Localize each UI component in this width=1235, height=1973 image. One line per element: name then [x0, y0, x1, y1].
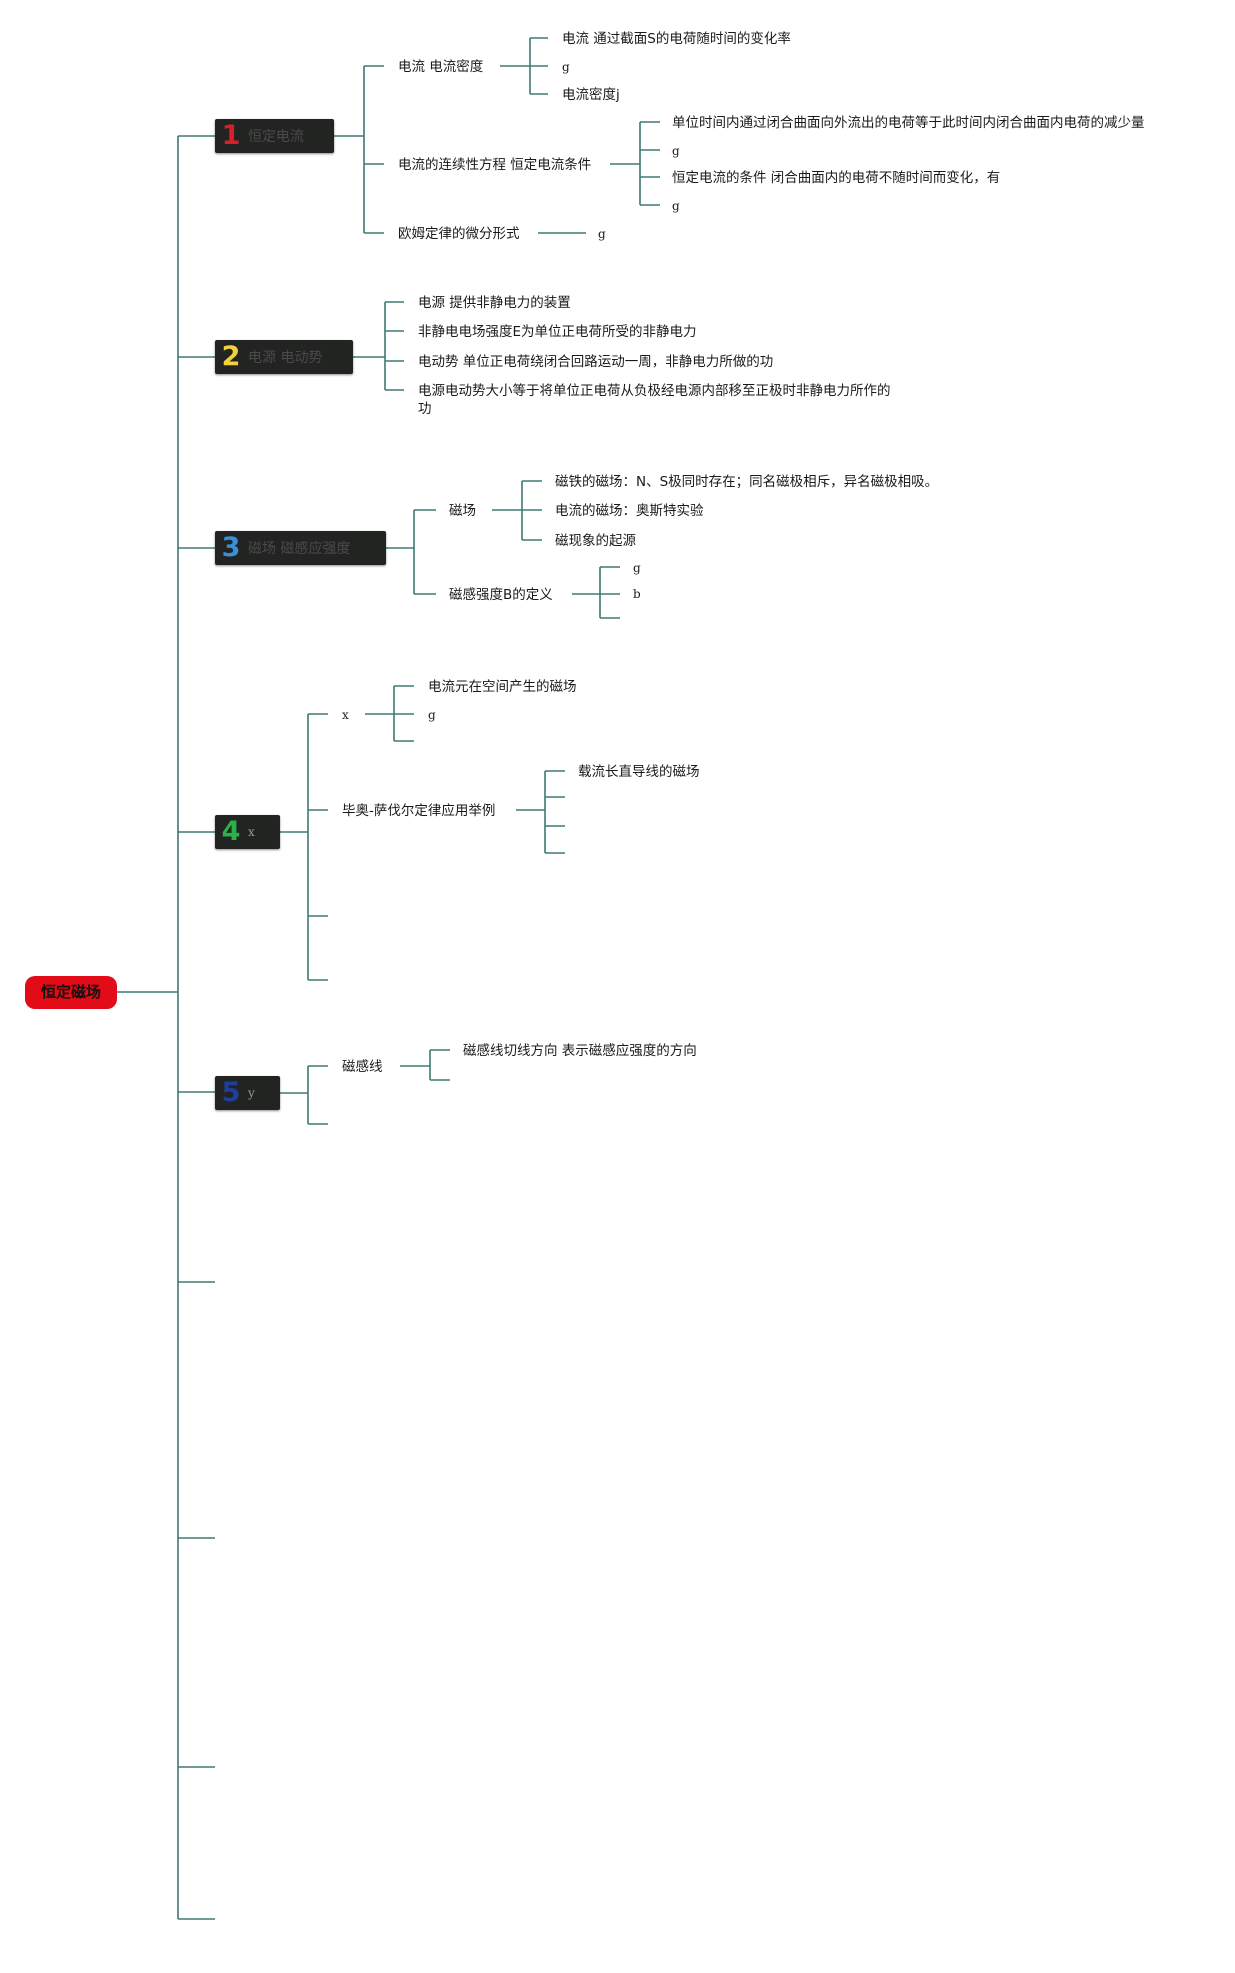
t5-tangent-direction[interactable]: 磁感线切线方向 表示磁感应强度的方向 [463, 1043, 697, 1059]
t3-b-formula-2[interactable]: b [633, 587, 641, 601]
topic-number-1: 1 [221, 120, 241, 151]
t1-steady-formula[interactable]: g [672, 199, 680, 213]
topic-label-2: 电源 电动势 [248, 350, 323, 366]
t1-continuity-desc[interactable]: 单位时间内通过闭合曲面向外流出的电荷等于此时间内闭合曲面内电荷的减少量 [672, 115, 1145, 131]
t3-current-field[interactable]: 电流的磁场：奥斯特实验 [555, 503, 704, 519]
topic-node-3[interactable]: 3 磁场 磁感应强度 [215, 531, 386, 565]
root-node[interactable]: 恒定磁场 [25, 976, 117, 1009]
topic-node-4[interactable]: 4 x [215, 815, 280, 849]
t1-steady-condition[interactable]: 恒定电流的条件 闭合曲面内的电荷不随时间而变化，有 [672, 170, 1001, 186]
t1-current-density-j[interactable]: 电流密度j [562, 87, 620, 103]
topic-label-3: 磁场 磁感应强度 [248, 541, 351, 557]
t4-biot-savart-examples[interactable]: 毕奥-萨伐尔定律应用举例 [342, 803, 496, 819]
topic-number-3: 3 [221, 532, 241, 563]
t3-b-formula-1[interactable]: g [633, 561, 641, 575]
topic-node-5[interactable]: 5 y [215, 1076, 280, 1110]
topic-number-2: 2 [221, 341, 241, 372]
t3-magnetic-field[interactable]: 磁场 [449, 503, 476, 519]
t4-straight-wire-field[interactable]: 载流长直导线的磁场 [578, 764, 700, 780]
t1-current-def[interactable]: 电流 通过截面S的电荷随时间的变化率 [562, 31, 791, 47]
t3-b-definition[interactable]: 磁感强度B的定义 [449, 587, 553, 603]
t1-ohm-formula[interactable]: g [598, 227, 606, 241]
t1-continuity-formula[interactable]: g [672, 144, 680, 158]
t4-x-node[interactable]: x [342, 708, 349, 722]
topic-label-5: y [248, 1086, 255, 1100]
t4-formula[interactable]: g [428, 708, 436, 722]
t4-current-element-field[interactable]: 电流元在空间产生的磁场 [428, 679, 577, 695]
topic-number-4: 4 [221, 816, 241, 847]
t1-ohm-law-differential[interactable]: 欧姆定律的微分形式 [398, 226, 520, 242]
t3-magnetism-origin[interactable]: 磁现象的起源 [555, 533, 636, 549]
topic-node-1[interactable]: 1 恒定电流 [215, 119, 334, 153]
t2-emf-magnitude[interactable]: 电源电动势大小等于将单位正电荷从负极经电源内部移至正极时非静电力所作的功 [418, 383, 891, 417]
topic-label-1: 恒定电流 [248, 129, 304, 145]
t1-current-formula[interactable]: g [562, 60, 570, 74]
t1-continuity-equation[interactable]: 电流的连续性方程 恒定电流条件 [398, 157, 592, 173]
topic-node-2[interactable]: 2 电源 电动势 [215, 340, 353, 374]
t2-emf[interactable]: 电动势 单位正电荷绕闭合回路运动一周，非静电力所做的功 [418, 354, 774, 370]
t2-power-source[interactable]: 电源 提供非静电力的装置 [418, 295, 571, 311]
t1-current-density[interactable]: 电流 电流密度 [398, 59, 484, 75]
t3-magnet-field[interactable]: 磁铁的磁场：N、S极同时存在；同名磁极相斥，异名磁极相吸。 [555, 474, 939, 490]
t5-field-lines[interactable]: 磁感线 [342, 1059, 383, 1075]
topic-label-4: x [248, 825, 255, 839]
t2-nonelectrostatic-field[interactable]: 非静电电场强度E为单位正电荷所受的非静电力 [418, 324, 697, 340]
topic-number-5: 5 [221, 1077, 241, 1108]
